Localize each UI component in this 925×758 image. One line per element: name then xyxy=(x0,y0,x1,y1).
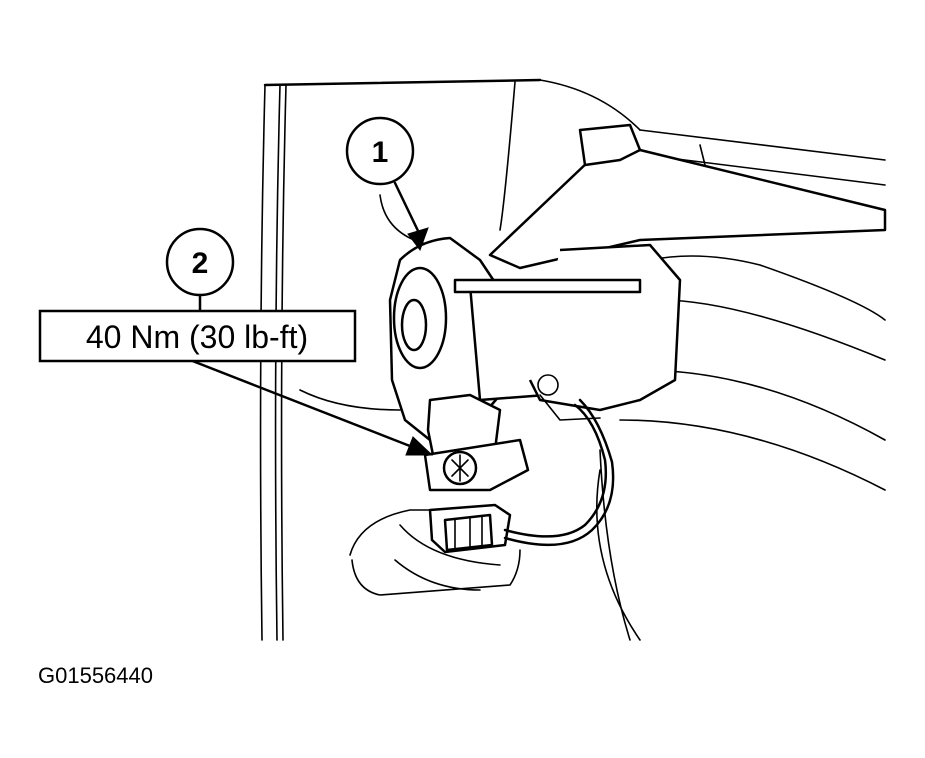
latch-assembly xyxy=(388,123,887,554)
figure-id: G01556440 xyxy=(38,663,153,688)
callout-1: 1 xyxy=(345,116,429,252)
callout-1-number: 1 xyxy=(372,136,389,169)
callout-2: 2 xyxy=(165,227,434,456)
door-frame xyxy=(259,78,886,641)
torque-spec-text: 40 Nm (30 lb-ft) xyxy=(86,319,308,355)
torque-spec-box: 40 Nm (30 lb-ft) xyxy=(38,309,357,363)
callout-2-number: 2 xyxy=(192,247,209,280)
